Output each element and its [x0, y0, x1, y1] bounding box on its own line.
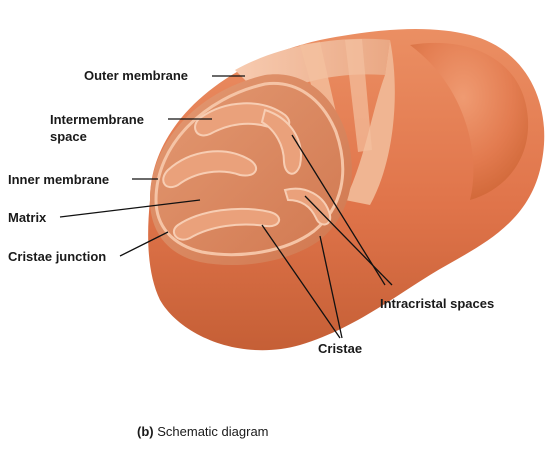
leader-matrix	[59, 199, 201, 218]
label-cristae-junction: Cristae junction	[8, 249, 106, 264]
outer-highlight	[410, 42, 529, 200]
label-inner-membrane: Inner membrane	[8, 172, 109, 187]
leader-intracristal-1	[291, 134, 386, 286]
leader-cristae-2	[319, 235, 343, 339]
leader-lines	[59, 75, 393, 339]
label-intermembrane-space-line1: Intermembrane	[50, 112, 144, 127]
inner-membrane-rim	[154, 81, 345, 257]
label-outer-membrane: Outer membrane	[84, 68, 188, 83]
crista-1	[162, 150, 258, 189]
crista-4	[172, 207, 281, 241]
crista-3	[260, 108, 302, 175]
leader-cristae-junction	[119, 231, 169, 257]
caption-part: (b)	[137, 424, 154, 439]
caption-text: Schematic diagram	[157, 424, 269, 439]
leader-cristae-1	[261, 224, 341, 339]
label-matrix: Matrix	[8, 210, 47, 225]
crista-5	[283, 187, 332, 226]
label-intracristal-spaces: Intracristal spaces	[380, 296, 494, 311]
leader-intracristal-2	[304, 195, 393, 286]
inner-wall-right	[345, 40, 395, 205]
cut-face	[150, 74, 352, 266]
label-intermembrane-space-line2: space	[50, 129, 87, 144]
figure-caption: (b) Schematic diagram	[137, 424, 269, 439]
label-cristae: Cristae	[318, 341, 362, 356]
inner-ridge-2	[345, 39, 372, 152]
labels: Outer membrane Intermembrane space Inner…	[8, 68, 494, 356]
